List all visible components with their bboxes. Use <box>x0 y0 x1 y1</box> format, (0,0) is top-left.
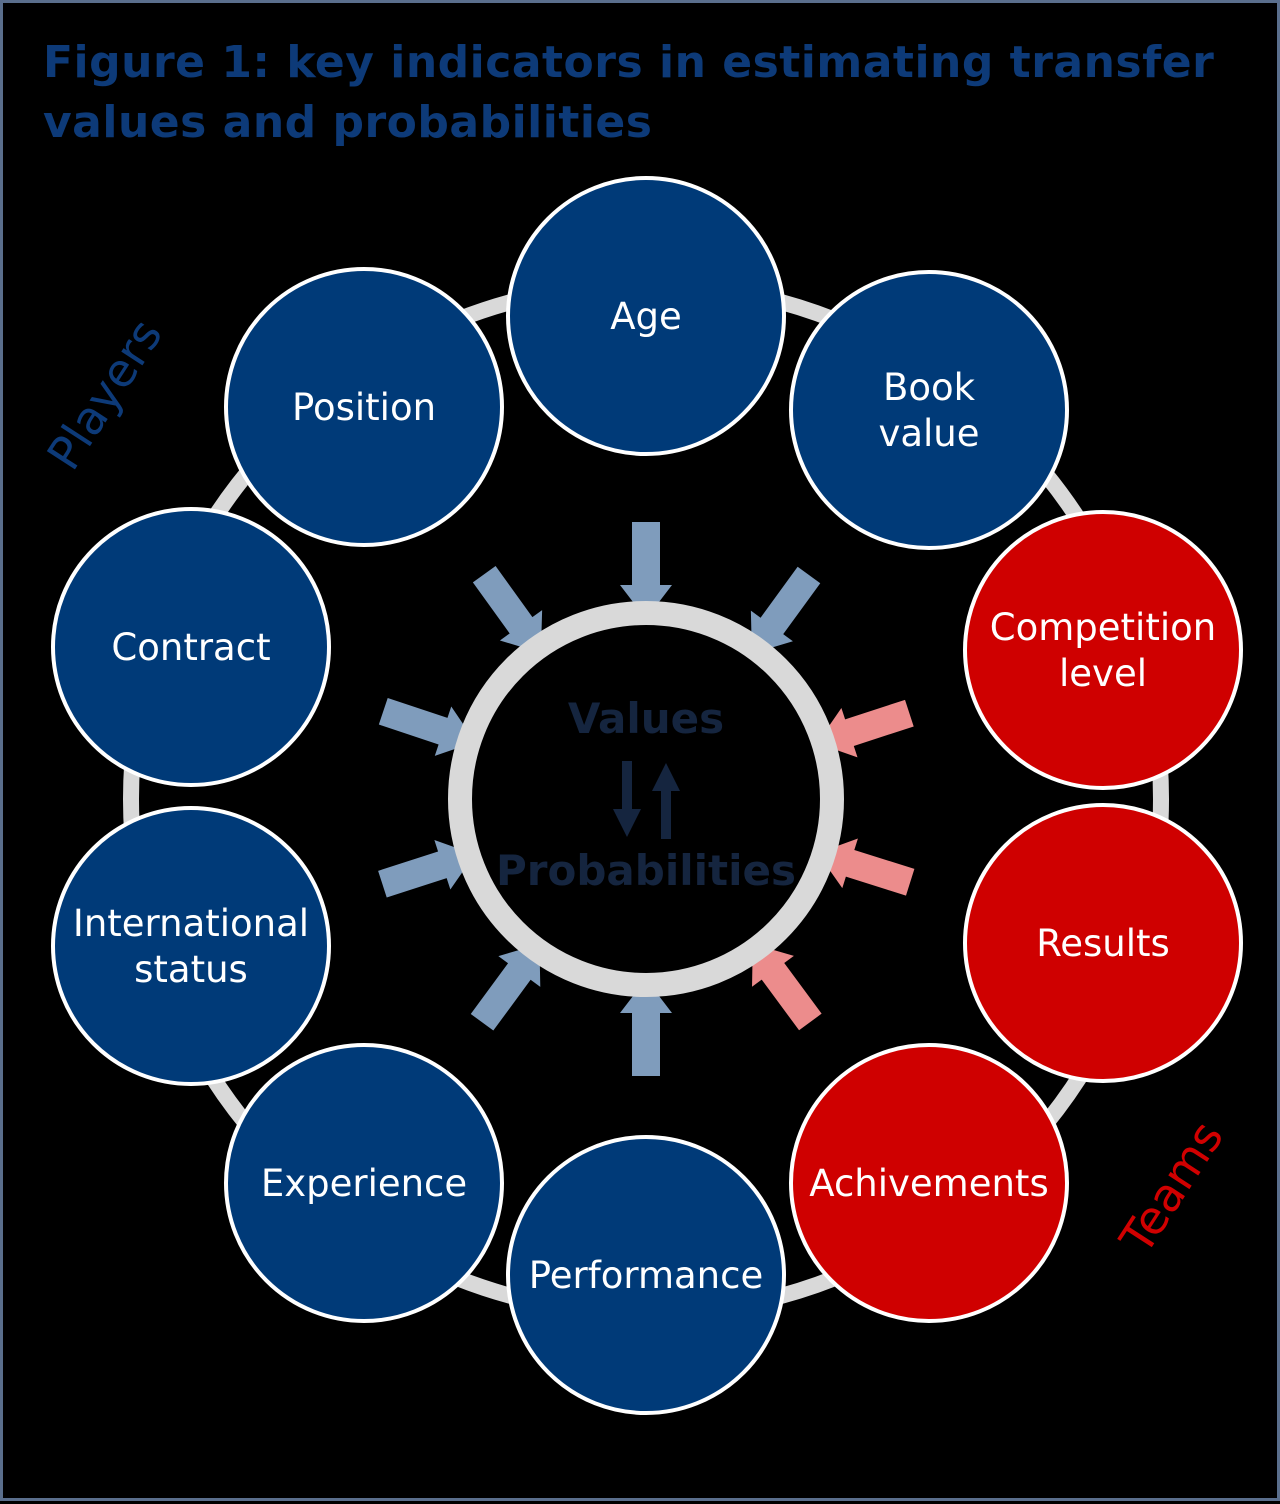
indicator-age: Age <box>506 176 786 456</box>
indicator-book-value-circle <box>789 270 1069 550</box>
indicator-achivements-circle <box>789 1043 1069 1323</box>
exchange-arrows-icon <box>613 761 680 839</box>
players-group-label: Players <box>36 310 172 480</box>
arrow-book-value-icon <box>750 566 821 654</box>
indicator-results-label: Results <box>1036 922 1170 965</box>
indicator-contract: Contract <box>51 507 331 787</box>
center-circle: Values Probabilities <box>448 601 844 997</box>
indicator-competition-level-label: Competition <box>990 606 1216 649</box>
indicator-international-status-label: International <box>73 902 309 945</box>
arrow-contract-icon <box>378 697 476 756</box>
arrow-position-icon <box>472 565 543 653</box>
indicator-competition-level-label: level <box>1059 652 1147 695</box>
indicator-book-value-label: Book <box>883 366 976 409</box>
center-probabilities-label: Probabilities <box>496 846 796 895</box>
indicator-results: Results <box>963 803 1243 1083</box>
arrow-down-icon <box>613 761 641 837</box>
indicator-experience-circle <box>224 1043 504 1323</box>
arrow-competition-level-icon <box>817 699 914 758</box>
arrow-age-icon <box>620 522 672 619</box>
indicator-performance-circle <box>506 1135 786 1415</box>
indicator-achivements-label: Achivements <box>809 1162 1048 1205</box>
arrow-results-icon <box>817 838 915 896</box>
indicator-position-circle <box>224 267 504 547</box>
indicator-position-label: Position <box>292 386 436 429</box>
indicator-international-status-circle <box>51 806 331 1086</box>
figure-title: Figure 1: key indicators in estimating t… <box>43 37 1215 148</box>
indicator-contract-label: Contract <box>111 626 270 669</box>
indicator-book-value-label: value <box>878 412 979 455</box>
indicator-age-circle <box>506 176 786 456</box>
arrow-up-icon <box>652 763 680 839</box>
indicator-arrows <box>378 522 915 1076</box>
indicator-diagram: Values Probabilities AgeBookvalueCompeti… <box>36 176 1243 1415</box>
arrow-experience-icon <box>470 944 541 1031</box>
center-values-label: Values <box>568 694 724 743</box>
arrow-achivements-icon <box>752 943 822 1031</box>
indicator-performance-label: Performance <box>529 1254 763 1297</box>
indicator-age-label: Age <box>610 295 682 338</box>
indicator-international-status-label: status <box>134 948 248 991</box>
center-ring <box>448 601 844 997</box>
indicator-competition-level-circle <box>963 510 1243 790</box>
indicator-performance: Performance <box>506 1135 786 1415</box>
indicator-circles: AgeBookvalueCompetitionlevelResultsAchiv… <box>51 176 1243 1415</box>
teams-group-label: Teams <box>1109 1112 1234 1264</box>
arrow-performance-icon <box>620 979 672 1076</box>
indicator-experience: Experience <box>224 1043 504 1323</box>
arrow-international-status-icon <box>378 840 475 898</box>
indicator-contract-circle <box>51 507 331 787</box>
indicator-results-circle <box>963 803 1243 1083</box>
indicator-achivements: Achivements <box>789 1043 1069 1323</box>
indicator-experience-label: Experience <box>261 1162 467 1205</box>
indicator-position: Position <box>224 267 504 547</box>
